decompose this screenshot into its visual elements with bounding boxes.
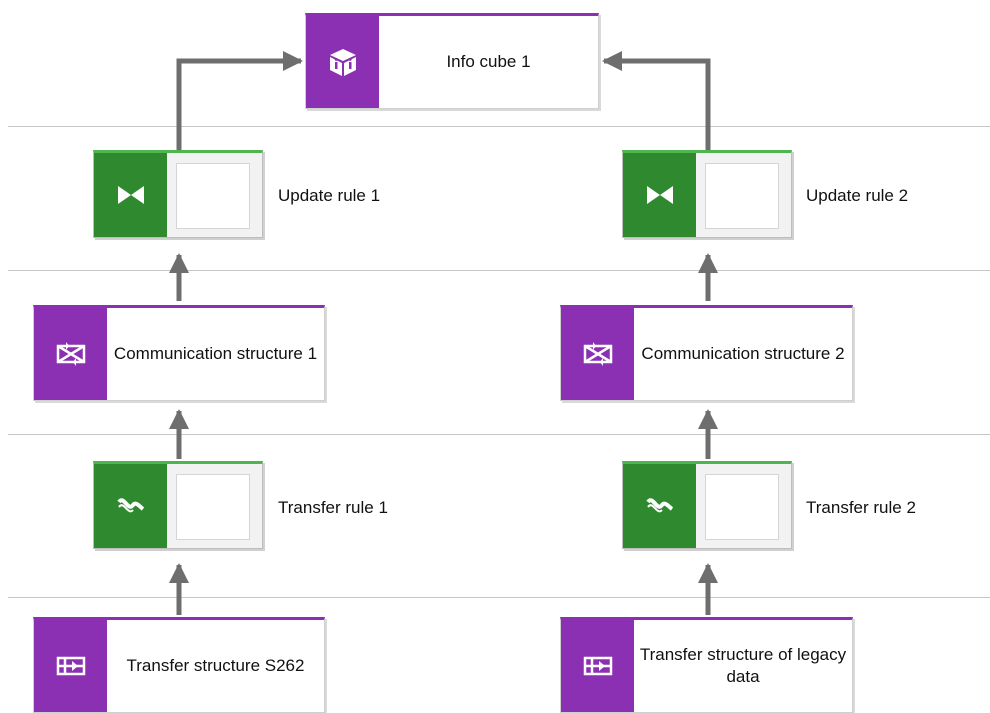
- lane-divider: [8, 270, 990, 271]
- transfer-rule-2-label: Transfer rule 2: [806, 498, 916, 517]
- communication-structure-1-node[interactable]: Communication structure 1: [33, 305, 325, 401]
- update-rule-2-label: Update rule 2: [806, 186, 909, 205]
- bowtie-icon: [94, 153, 167, 237]
- wave-icon: [94, 464, 167, 548]
- update-rule-1-node[interactable]: [93, 150, 263, 238]
- transfer-rule-1-label: Transfer rule 1: [278, 498, 388, 517]
- transfer-structure-1-label: Transfer structure S262: [126, 656, 305, 675]
- update-rule-2-node[interactable]: [622, 150, 792, 238]
- communication-structure-icon: [561, 308, 634, 400]
- transfer-structure-2-label: Transfer structure of legacy data: [639, 645, 847, 686]
- transfer-rule-1-inner-box: [176, 474, 250, 540]
- update-rule-2-inner-box: [705, 163, 779, 229]
- communication-structure-icon: [34, 308, 107, 400]
- transfer-structure-2-node[interactable]: Transfer structure of legacy data: [560, 617, 853, 713]
- update-rule-1-label: Update rule 1: [278, 186, 381, 205]
- cube-icon: [306, 16, 379, 108]
- wave-icon: [623, 464, 696, 548]
- info-cube-node[interactable]: Info cube 1: [305, 13, 599, 109]
- transfer-structure-1-node[interactable]: Transfer structure S262: [33, 617, 325, 713]
- communication-structure-1-label: Communication structure 1: [113, 344, 318, 363]
- communication-structure-2-label: Communication structure 2: [641, 344, 845, 363]
- lane-divider: [8, 126, 990, 127]
- transfer-rule-1-node[interactable]: [93, 461, 263, 549]
- update-rule-1-inner-box: [176, 163, 250, 229]
- transfer-structure-icon: [561, 620, 634, 712]
- connector-update-rule-1-to-info-cube: [176, 51, 303, 150]
- info-cube-label: Info cube 1: [446, 52, 531, 71]
- lane-divider: [8, 597, 990, 598]
- transfer-structure-icon: [34, 620, 107, 712]
- transfer-rule-2-inner-box: [705, 474, 779, 540]
- lane-divider: [8, 434, 990, 435]
- transfer-rule-2-node[interactable]: [622, 461, 792, 549]
- bowtie-icon: [623, 153, 696, 237]
- communication-structure-2-node[interactable]: Communication structure 2: [560, 305, 853, 401]
- connector-update-rule-2-to-info-cube: [602, 51, 711, 150]
